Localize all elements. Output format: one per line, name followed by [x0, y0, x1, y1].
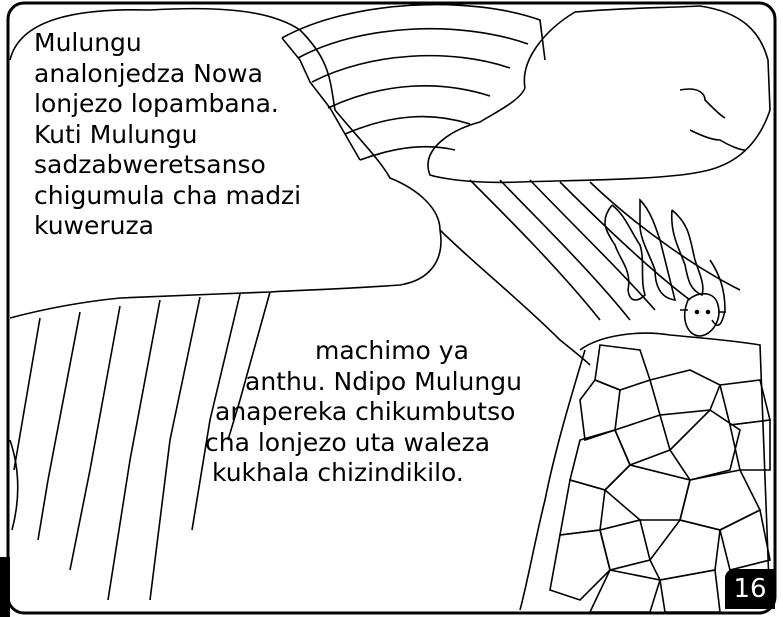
- stone-altar: [519, 332, 771, 613]
- noah-figure: [680, 292, 726, 337]
- story-line: anthu. Ndipo Mulungu: [245, 366, 522, 396]
- page-frame: [6, 1, 777, 615]
- story-line: anapereka chikumbutso: [215, 397, 516, 426]
- page-number: 16: [725, 569, 775, 609]
- story-text-bottom: machimo ya anthu. Ndipo Mulungu anaperek…: [205, 336, 522, 489]
- right-cloud: [427, 5, 771, 184]
- left-cloud: [9, 7, 442, 319]
- story-line: Mulungu: [34, 28, 142, 57]
- story-text-top: Mulungu analonjedza Nowa lonjezo lopamba…: [34, 28, 301, 242]
- story-line: lonjezo lopambana.: [34, 89, 279, 118]
- rainbow-band: [439, 179, 741, 366]
- story-line: analonjedza Nowa: [34, 58, 263, 88]
- story-line: machimo ya: [315, 336, 469, 365]
- page-corner-marker: [0, 557, 10, 617]
- story-line: sadzabweretsanso: [34, 150, 266, 179]
- rain: [9, 291, 271, 601]
- smoke: [604, 198, 726, 326]
- story-line: chigumula cha madzi: [34, 180, 302, 210]
- story-line: Kuti Mulungu: [34, 119, 198, 149]
- rainbow-arcs: [281, 3, 546, 161]
- story-line: kukhala chizindikilo.: [212, 458, 464, 487]
- story-line: kuweruza: [34, 211, 154, 240]
- story-line: cha lonjezo uta waleza: [205, 427, 491, 457]
